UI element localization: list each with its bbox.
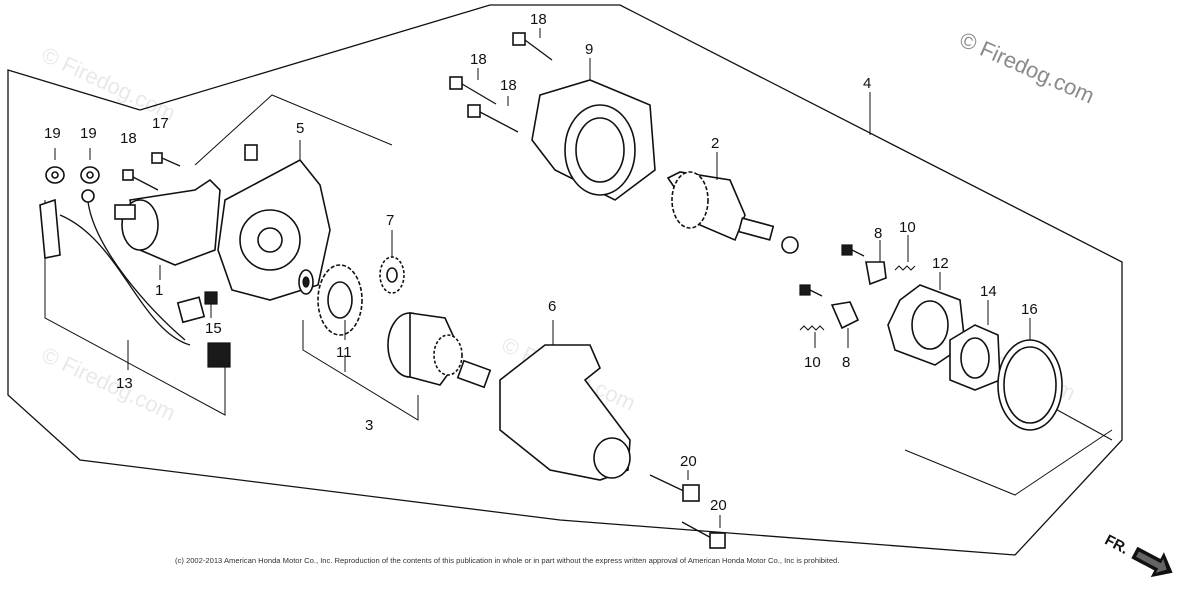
label-18a: 18 [530, 11, 547, 28]
bracket-13 [44, 200, 226, 416]
label-3: 3 [365, 417, 373, 434]
watermark-faint-2: © Firedog.com [38, 342, 180, 426]
watermark: © Firedog.com [956, 27, 1098, 109]
cable-13 [39, 189, 231, 368]
label-16: 16 [1021, 301, 1038, 318]
label-6: 6 [548, 298, 556, 315]
label-18d: 18 [120, 130, 137, 147]
label-10b: 10 [804, 354, 821, 371]
label-11: 11 [336, 344, 352, 361]
gear-11 [317, 264, 363, 340]
terminal-15 [204, 291, 218, 318]
housing-5 [217, 140, 331, 301]
label-14: 14 [980, 283, 997, 300]
screw-upper [841, 244, 865, 257]
label-20a: 20 [680, 453, 697, 470]
label-17: 17 [152, 115, 169, 132]
label-10a: 10 [899, 219, 916, 236]
gear-7 [379, 230, 405, 294]
label-13: 13 [116, 375, 133, 392]
bolt-18a [512, 28, 553, 61]
label-19b: 19 [80, 125, 97, 142]
label-2: 2 [711, 135, 719, 152]
solenoid-1 [114, 178, 221, 280]
label-15: 15 [205, 320, 222, 337]
bolt-20a [649, 470, 700, 502]
bracket-brush [904, 429, 1113, 496]
label-9: 9 [585, 41, 593, 58]
washer [298, 269, 314, 295]
bolt-17 [151, 152, 181, 167]
label-18b: 18 [470, 51, 487, 68]
copyright-notice: (c) 2002-2013 American Honda Motor Co., … [175, 556, 839, 565]
nut-19b [80, 148, 100, 184]
bolt-20b [681, 515, 726, 549]
front-direction-arrow-icon: FR. [1102, 532, 1173, 578]
label-18c: 18 [500, 77, 517, 94]
bolt-18b [449, 68, 497, 105]
label-1: 1 [155, 282, 163, 299]
watermark-faint-1: © Firedog.com [38, 42, 180, 126]
yoke-9 [531, 58, 656, 201]
brush-8b [830, 301, 860, 348]
label-12: 12 [932, 255, 949, 272]
spring-10a [894, 235, 916, 271]
brush-holder-12 [887, 272, 966, 366]
bolt-18d [122, 169, 159, 191]
assembly-outline [7, 4, 1123, 556]
label-7: 7 [386, 212, 394, 229]
o-ring-16 [997, 318, 1063, 431]
label-4: 4 [863, 75, 871, 92]
label-20b: 20 [710, 497, 727, 514]
label-8b: 8 [842, 354, 850, 371]
direction-label: FR. [1102, 532, 1131, 558]
overrunning-clutch [387, 312, 492, 389]
screw-lower [799, 284, 823, 297]
label-5: 5 [296, 120, 304, 137]
box-5-top [194, 94, 393, 166]
label-8a: 8 [874, 225, 882, 242]
label-19a: 19 [44, 125, 61, 142]
brush-8a [865, 240, 887, 286]
plate-14 [949, 300, 1001, 391]
spring-10b [799, 325, 825, 348]
nut-19a [45, 148, 65, 184]
armature-2 [666, 152, 799, 254]
bolt-18c [467, 96, 519, 133]
gear-case-6 [499, 320, 631, 481]
bracket-3 [302, 320, 419, 421]
